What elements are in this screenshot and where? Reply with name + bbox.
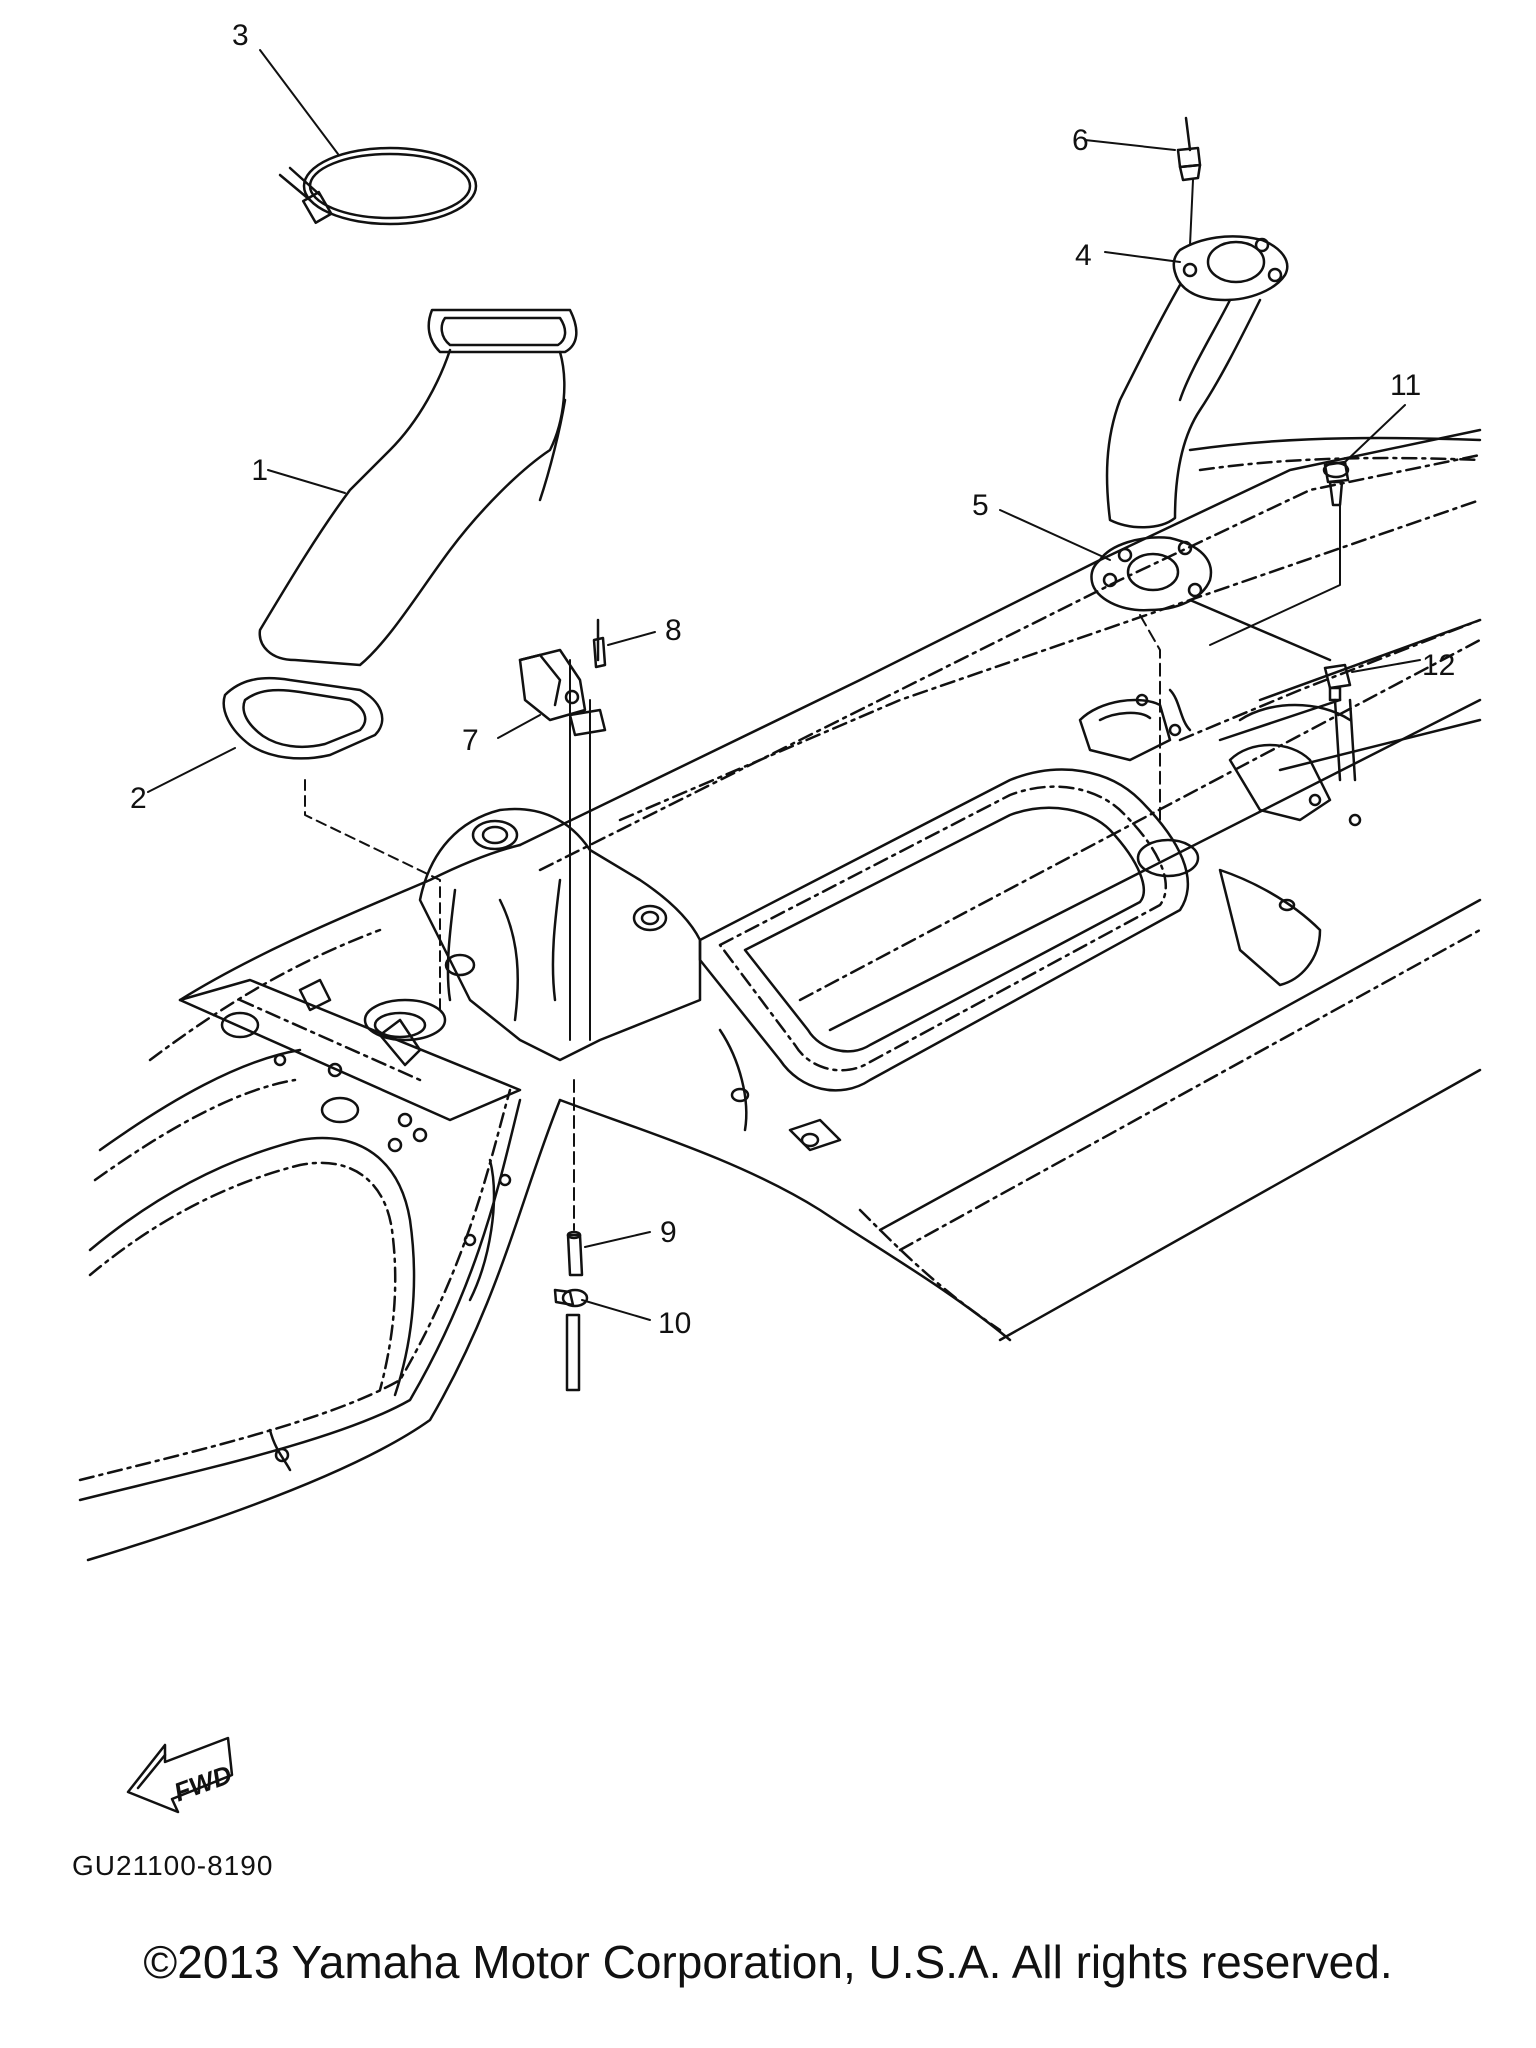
part-10-clip (553, 1288, 589, 1392)
part-4-exhaust-pipe (1105, 235, 1289, 529)
hatch-opening (698, 768, 1190, 1092)
callout-10: 10 (658, 1307, 691, 1340)
part-2-gasket (222, 676, 384, 760)
part-8-pin (592, 618, 607, 669)
fwd-label: FWD (170, 1759, 236, 1808)
callout-12: 12 (1422, 649, 1455, 682)
callout-11: 11 (1390, 369, 1421, 402)
part-7-bracket (518, 648, 607, 737)
part-3-clamp-band (278, 146, 478, 226)
part-12-clip (1323, 663, 1357, 782)
part-9-hose (566, 1230, 584, 1277)
copyright-notice: ©2013 Yamaha Motor Corporation, U.S.A. A… (143, 1936, 1393, 1988)
diagram-code: GU21100-8190 (72, 1850, 274, 1881)
rear-frame (178, 978, 522, 1472)
callout-7: 7 (462, 724, 479, 757)
callout-3: 3 (232, 19, 249, 52)
hull-frame (78, 428, 1482, 1562)
callout-labels: 3 1 2 6 4 5 7 8 9 10 11 12 (130, 19, 1455, 1340)
callout-5: 5 (972, 489, 989, 522)
callout-8: 8 (665, 614, 682, 647)
callout-1: 1 (251, 454, 268, 487)
callout-2: 2 (130, 782, 147, 815)
leader-lines (147, 49, 1421, 1321)
part-5-flange-gasket (1090, 536, 1213, 612)
callout-4: 4 (1075, 239, 1092, 272)
right-deck (1078, 598, 1482, 987)
callout-9: 9 (660, 1216, 677, 1249)
callout-6: 6 (1072, 124, 1089, 157)
part-1-intake-duct (258, 308, 578, 667)
center-mount (363, 807, 842, 1152)
part-6-rivet (1176, 116, 1202, 182)
fwd-arrow-icon (126, 1736, 234, 1814)
